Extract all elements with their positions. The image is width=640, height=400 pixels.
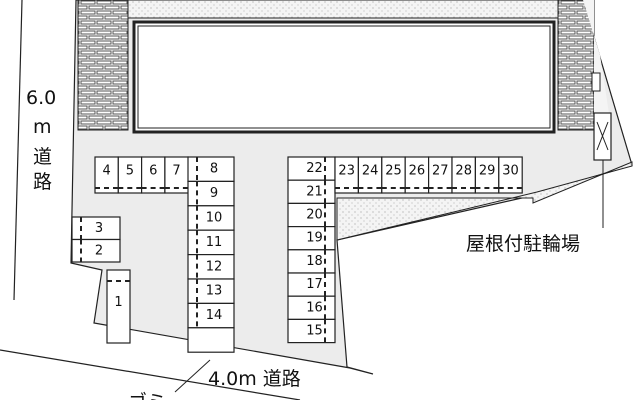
stall-number: 14 — [206, 308, 223, 323]
bike-shelter-label: 屋根付駐輪場 — [466, 233, 580, 255]
left-road-width: 6.0 — [26, 87, 56, 109]
garbage-leader — [174, 359, 211, 393]
parking-stall — [187, 180, 235, 207]
stall-number: 17 — [306, 277, 323, 292]
stall-number: 7 — [172, 164, 180, 179]
bike-shelter-cross-icon — [596, 121, 609, 151]
stall-number: 6 — [149, 164, 157, 179]
brick-wall-right — [557, 0, 595, 131]
stall-number: 9 — [210, 186, 218, 201]
stall-number: 20 — [306, 208, 323, 223]
bottom-road-label: 4.0m 道路 — [208, 368, 301, 390]
parking-stall — [187, 254, 235, 280]
parking-stall — [498, 156, 523, 194]
building-inner — [137, 25, 551, 129]
stall-number: 21 — [306, 184, 323, 199]
stall-number: 1 — [114, 295, 122, 310]
stall-number: 27 — [432, 164, 449, 179]
parking-stall — [187, 229, 235, 256]
parking-stall — [287, 318, 336, 344]
stall-number: 3 — [95, 221, 103, 236]
meter-box — [591, 72, 601, 92]
garbage-label: ゴミ — [128, 391, 166, 400]
stall-number: 28 — [455, 164, 472, 179]
stall-number: 30 — [502, 164, 519, 179]
stall-number: 25 — [385, 164, 402, 179]
stall-number: 10 — [206, 211, 223, 226]
stall-number: 11 — [206, 235, 223, 250]
parking-stall — [71, 238, 121, 263]
left-road-unit: m — [33, 116, 52, 138]
stall-number: 12 — [206, 259, 223, 274]
left-road-char1: 道 — [33, 146, 52, 168]
parking-stall — [187, 278, 235, 304]
left-road-char2: 路 — [33, 171, 52, 193]
left-road-edge — [13, 0, 23, 301]
parking-stall — [187, 327, 235, 353]
stall-number: 2 — [95, 243, 103, 258]
right-edge-area — [583, 0, 610, 130]
stall-number: 8 — [210, 162, 218, 177]
bottom-road-edge — [0, 349, 301, 400]
planting-area — [336, 161, 633, 241]
top-planting-strip — [124, 0, 569, 19]
stall-number: 15 — [306, 324, 323, 339]
stall-number: 23 — [338, 164, 355, 179]
stall-number: 5 — [126, 164, 134, 179]
parking-stall — [106, 269, 131, 344]
stall-number: 4 — [103, 164, 111, 179]
stall-number: 26 — [409, 164, 426, 179]
stall-number: 24 — [362, 164, 379, 179]
stall-number: 18 — [306, 254, 323, 269]
parking-stall — [187, 156, 235, 182]
stall-number: 19 — [306, 231, 323, 246]
stall-number: 13 — [206, 284, 223, 299]
stall-number: 16 — [306, 300, 323, 315]
parking-stall — [187, 205, 235, 231]
stall-number: 22 — [306, 161, 323, 176]
brick-wall-left — [77, 0, 129, 131]
stall-number: 29 — [479, 164, 496, 179]
